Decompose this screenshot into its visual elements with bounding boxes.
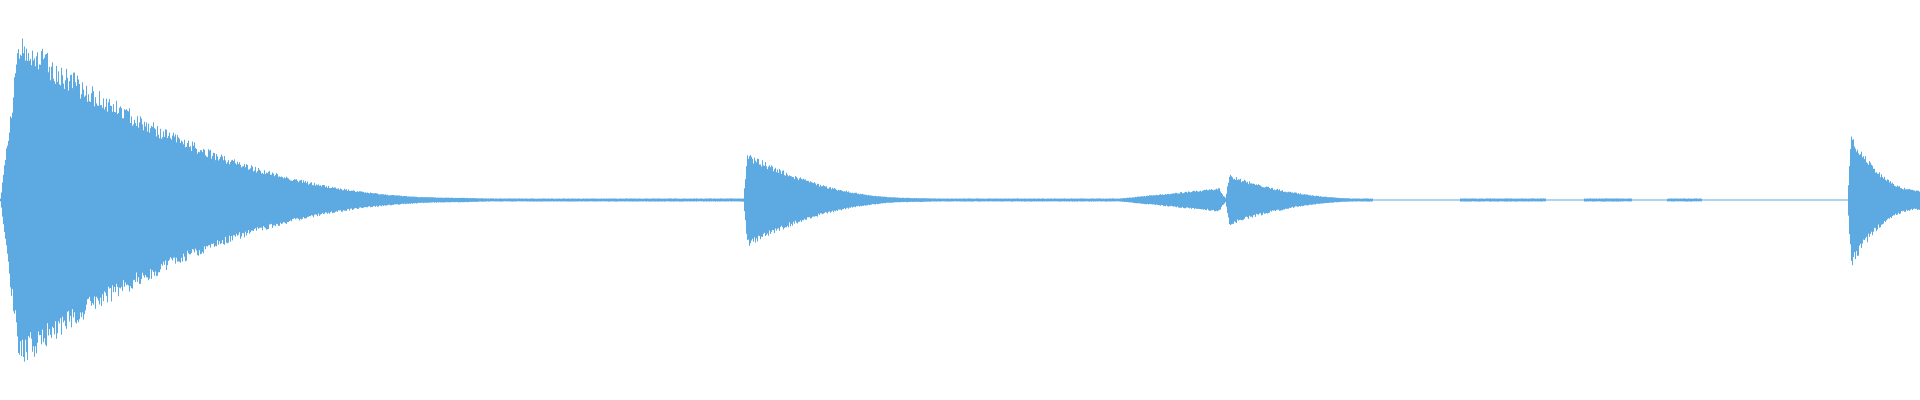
- waveform-path: [0, 38, 1920, 362]
- waveform-samples: [0, 38, 1920, 362]
